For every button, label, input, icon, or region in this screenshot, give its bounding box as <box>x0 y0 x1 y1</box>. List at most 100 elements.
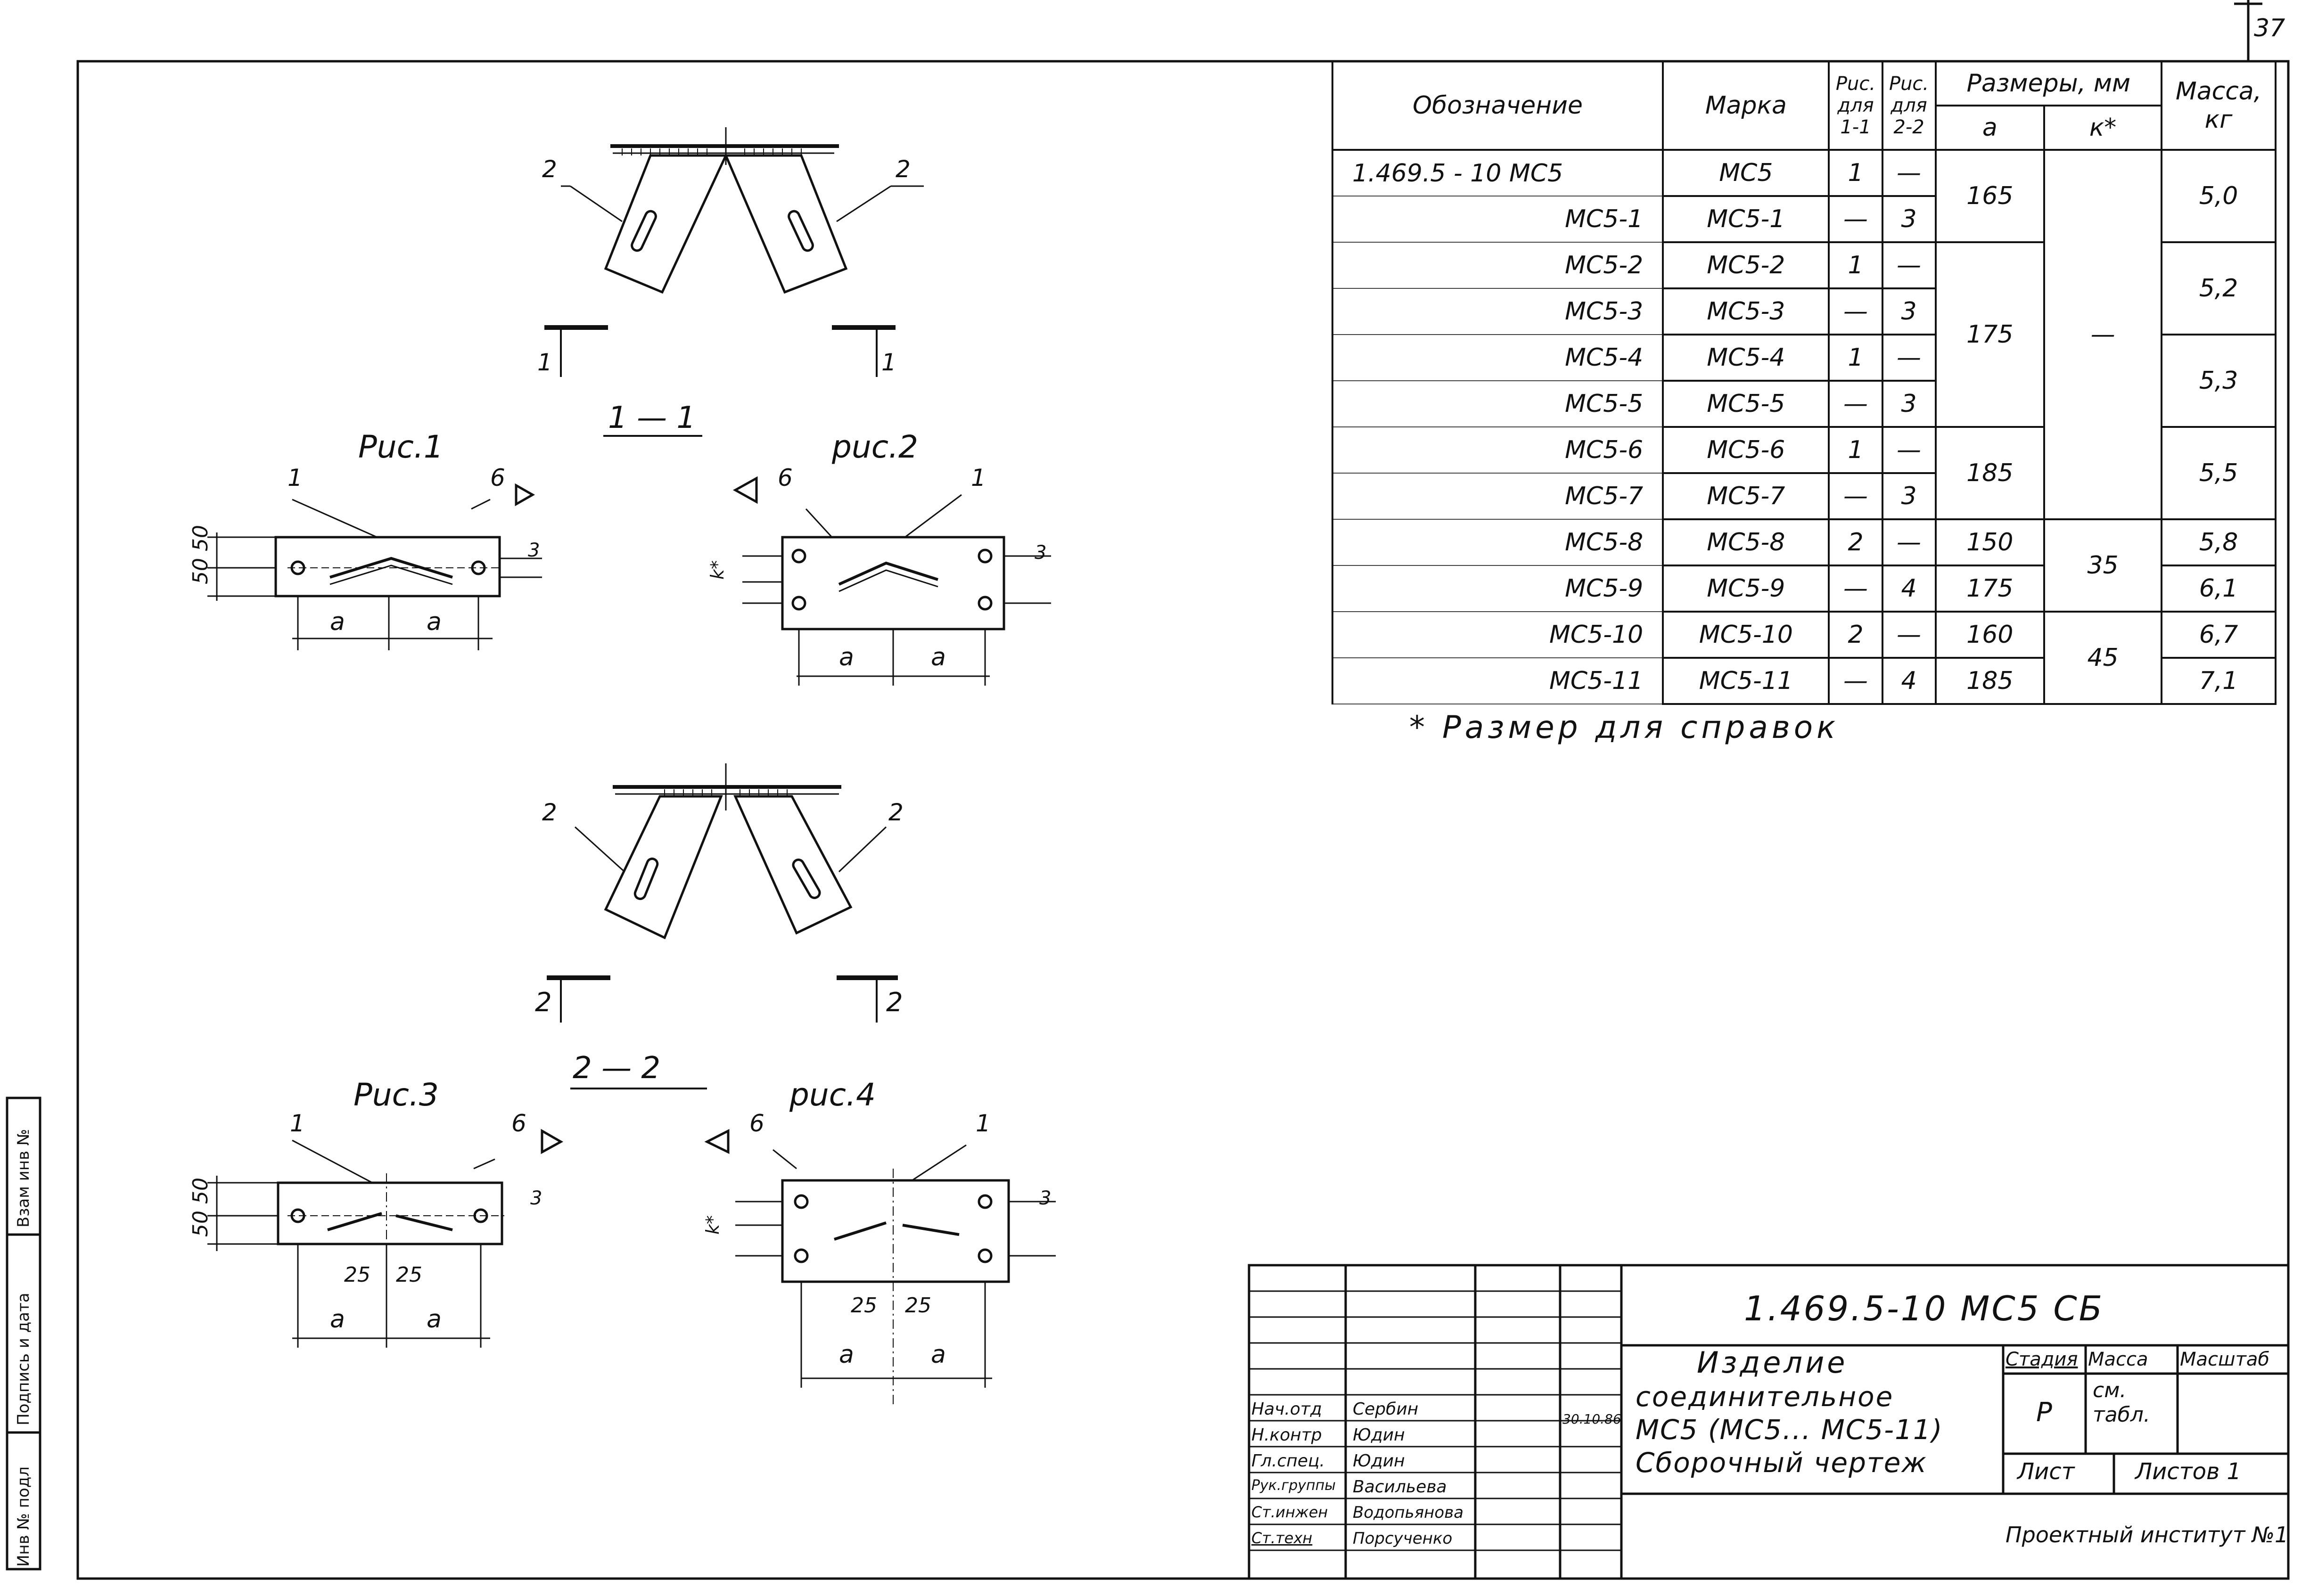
header-size-a: a <box>1934 105 2046 151</box>
table-row: МС5-3 МС5-3 — 3 <box>1331 287 2276 336</box>
fig1-label: Рuc.1 <box>358 429 444 465</box>
fig3-callout-6: 6 <box>511 1110 526 1137</box>
cell-fig22: — <box>1881 241 1937 289</box>
fig3-dim-50: 50 50 <box>189 1178 213 1237</box>
strip-signature-label: Подпись и дата <box>14 1293 33 1425</box>
title-line-2: соединительное <box>1636 1381 1894 1413</box>
sig-name: Порсученко <box>1353 1529 1453 1548</box>
callout-2-right: 2 <box>896 156 911 183</box>
table-footnote: * Размер для справок <box>1409 709 1840 745</box>
fig1-callout-1: 1 <box>288 464 303 491</box>
sig-role: Нач.отд <box>1251 1400 1322 1419</box>
fig1-dim-3: 3 <box>528 540 540 561</box>
fig1-callout-6: 6 <box>490 464 505 491</box>
callout-2-right-b: 2 <box>888 799 904 826</box>
cell-a: 185 <box>1934 657 2046 705</box>
header-fig-22: Рuc. для 2-2 <box>1881 60 1937 151</box>
cell-a: 165 <box>1934 149 2046 243</box>
cell-mass: 5,3 <box>2161 334 2277 428</box>
strip-right-1 <box>724 154 848 294</box>
fig3-dim-3: 3 <box>530 1187 543 1209</box>
cell-mark: МС5-5 <box>1662 380 1830 428</box>
fig2-dim-k: k* <box>707 560 728 580</box>
mass-value: см. табл. <box>2093 1378 2150 1427</box>
cell-fig11: — <box>1828 565 1883 613</box>
cell-designation: МС5-7 <box>1331 473 1664 520</box>
sheet-frame <box>76 60 2290 1580</box>
cell-designation: МС5-4 <box>1331 334 1664 381</box>
cell-k: 45 <box>2043 611 2163 705</box>
cell-fig22: — <box>1881 611 1937 659</box>
fig3-dim-25b: 25 <box>396 1263 422 1287</box>
cell-fig11: 2 <box>1828 611 1883 659</box>
cell-mark: МС5-7 <box>1662 472 1830 520</box>
cell-mark: МС5-2 <box>1662 241 1830 289</box>
table-row: МС5-4 МС5-4 1 — 5,3 <box>1331 334 2277 428</box>
sig-role: Н.контр <box>1251 1425 1322 1445</box>
cell-fig22: 3 <box>1881 380 1937 428</box>
table-row: МС5-1 МС5-1 — 3 <box>1331 195 2276 243</box>
header-mass: Масса, кг <box>2161 60 2277 151</box>
fig3-label: Рuc.3 <box>353 1077 439 1113</box>
fig4-dim-a2: a <box>931 1341 946 1369</box>
fig2-plate <box>781 536 1005 630</box>
sig-name: Юдин <box>1353 1451 1405 1471</box>
table-row: 1.469.5 - 10 МС5 МС5 1 — 165 — 5,0 <box>1331 149 2277 520</box>
table-row: МС5-6 МС5-6 1 — 185 5,5 <box>1331 426 2277 520</box>
strip-left-1 <box>604 154 728 294</box>
cell-fig22: 3 <box>1881 195 1937 243</box>
cell-fig22: — <box>1881 426 1937 474</box>
cell-designation: 1.469.5 - 10 МС5 <box>1331 149 1664 196</box>
cell-a: 160 <box>1934 611 2046 659</box>
cell-fig22: — <box>1881 334 1937 382</box>
cell-a: 185 <box>1934 426 2046 520</box>
sheets-label: Листов 1 <box>2135 1458 2242 1485</box>
sig-role: Рук.группы <box>1251 1477 1336 1494</box>
cell-fig11: — <box>1828 380 1883 428</box>
cell-mass: 6,1 <box>2161 565 2277 613</box>
header-designation: Обозначение <box>1331 60 1664 151</box>
sig-name: Васильева <box>1353 1477 1447 1497</box>
cell-fig22: — <box>1881 149 1937 197</box>
cell-fig22: 4 <box>1881 565 1937 613</box>
cell-mark: МС5-3 <box>1662 287 1830 336</box>
cell-designation: МС5-6 <box>1331 426 1664 474</box>
mass-label: Масса <box>2088 1349 2148 1370</box>
fig1-dim-a2: a <box>427 608 442 636</box>
cell-fig22: 4 <box>1881 657 1937 705</box>
table-row: МС5-8 МС5-8 2 — 150 35 5,8 <box>1331 518 2277 613</box>
callout-2-left: 2 <box>542 156 557 183</box>
strip-replace-label: Взам инв № <box>14 1129 33 1228</box>
cell-mark: МС5-1 <box>1662 195 1830 243</box>
cell-a: 175 <box>1934 565 2046 613</box>
cell-mark: МС5-4 <box>1662 334 1830 382</box>
organization: Проектный институт №1 <box>2006 1522 2289 1547</box>
fig1-dim-a1: a <box>330 608 345 636</box>
stage-label: Стадия <box>2006 1349 2078 1370</box>
cell-mark: МС5-11 <box>1662 657 1830 705</box>
cell-designation: МС5-11 <box>1331 657 1664 704</box>
section-1-1-label: 1 — 1 <box>608 401 696 435</box>
cell-k: 35 <box>2043 518 2163 613</box>
callout-2-left-b: 2 <box>542 799 557 826</box>
fig3-dim-a1: a <box>330 1305 345 1334</box>
strip-inv-label: Инв № подл <box>14 1466 33 1567</box>
cell-mark: МС5 <box>1662 149 1830 197</box>
cell-fig22: — <box>1881 518 1937 566</box>
cell-designation: МС5-9 <box>1331 565 1664 612</box>
cell-designation: МС5-8 <box>1331 519 1664 566</box>
sig-role: Гл.спец. <box>1251 1451 1325 1471</box>
cell-designation: МС5-10 <box>1331 611 1664 658</box>
fig2-dim-a1: a <box>839 643 854 671</box>
table-row: МС5-10 МС5-10 2 — 160 45 6,7 <box>1331 611 2277 705</box>
table-row: МС5-11 МС5-11 — 4 185 7,1 <box>1331 657 2277 705</box>
page-number: 37 <box>2254 14 2285 42</box>
cell-a: 175 <box>1934 241 2046 428</box>
cell-fig11: 1 <box>1828 334 1883 382</box>
header-size-k: к* <box>2043 105 2163 151</box>
fig4-dim-k: k* <box>702 1215 723 1235</box>
fig4-label: рuc.4 <box>789 1077 876 1113</box>
scale-label: Масштаб <box>2180 1349 2270 1370</box>
drawing-code: 1.469.5-10 МС5 СБ <box>1744 1289 2104 1328</box>
